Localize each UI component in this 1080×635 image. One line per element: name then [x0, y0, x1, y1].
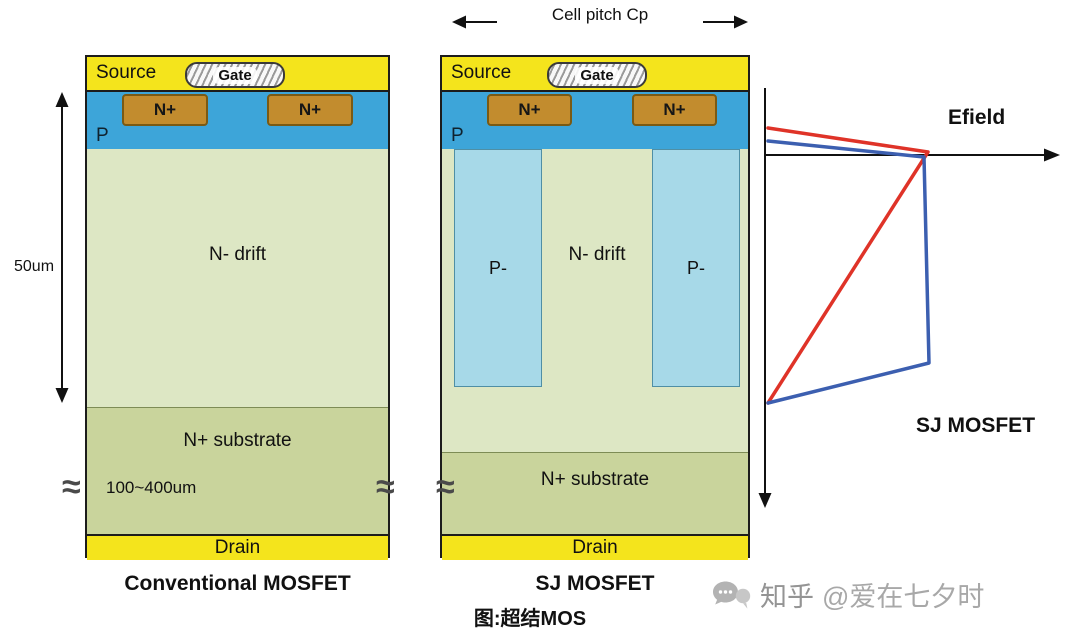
- conv-nplus-left-label: N+: [153, 100, 177, 119]
- sj-drift-body-region: P- P- N- drift: [442, 149, 748, 452]
- drift-thickness-arrow: [55, 92, 69, 403]
- sj-p-label: P: [451, 125, 464, 146]
- sj-nplus-right-region: N+: [632, 94, 717, 126]
- watermark-user: @爱在七夕时: [822, 582, 985, 612]
- sj-n-drift-label: N- drift: [568, 244, 626, 265]
- conv-n-substrate-region: N+ substrate: [87, 407, 388, 534]
- sj-nplus-left-region: N+: [487, 94, 572, 126]
- substrate-thickness-label: 100~400um: [106, 478, 197, 497]
- sj-pminus-right-label: P-: [687, 258, 705, 278]
- efield-sj-curve-label: SJ MOSFET: [916, 414, 1036, 437]
- sj-pminus-left-column: P-: [454, 149, 542, 387]
- figure-caption: 图:超结MOS: [473, 608, 587, 630]
- sj-source-region: Source Gate: [442, 57, 748, 92]
- chat-bubbles-icon: [710, 579, 752, 611]
- watermark-brand: 知乎: [760, 582, 814, 612]
- conv-drain-label: Drain: [214, 537, 261, 558]
- efield-magnitude-axis: [765, 148, 1060, 162]
- sj-p-body-region: P N+ N+: [442, 92, 748, 149]
- conv-n-substrate-label: N+ substrate: [183, 430, 292, 451]
- sj-pminus-left-label: P-: [489, 258, 507, 278]
- sj-mosfet-device: Source Gate P N+ N+ P- P- N- drift N+ su…: [440, 55, 750, 560]
- sj-source-label: Source: [451, 62, 512, 83]
- conv-gate-label: Gate: [213, 66, 257, 84]
- efield-curve-conventional: [766, 126, 930, 405]
- sj-drain-label: Drain: [572, 537, 618, 558]
- sj-mosfet-caption: SJ MOSFET: [535, 572, 655, 595]
- conv-n-drift-label: N- drift: [209, 244, 266, 265]
- sj-gate-electrode: Gate: [547, 62, 647, 88]
- conv-p-label: P: [96, 125, 109, 146]
- sj-pminus-right-column: P-: [652, 149, 740, 387]
- sj-nplus-left-label: N+: [518, 100, 541, 119]
- sj-nplus-right-label: N+: [663, 100, 686, 119]
- cell-pitch-label: Cell pitch Cp: [497, 5, 703, 25]
- conv-nplus-left-region: N+: [122, 94, 208, 126]
- conv-source-label: Source: [96, 62, 157, 83]
- conventional-mosfet-device: Source Gate P N+ N+ N- drift N+ substrat…: [85, 55, 390, 560]
- efield-axis-label: Efield: [948, 106, 1006, 129]
- break-symbol-right: ≈: [436, 468, 455, 506]
- efield-curve-sj: [766, 139, 931, 405]
- conv-drain-region: Drain: [87, 534, 388, 560]
- sj-n-substrate-region: N+ substrate: [442, 452, 748, 534]
- conv-source-region: Source Gate: [87, 57, 388, 92]
- conv-n-drift-region: N- drift: [87, 149, 388, 407]
- break-symbol-left: ≈: [62, 468, 81, 506]
- break-symbol-middle: ≈: [376, 468, 395, 506]
- sj-n-substrate-label: N+ substrate: [540, 469, 650, 490]
- conv-gate-electrode: Gate: [185, 62, 285, 88]
- conv-nplus-right-region: N+: [267, 94, 353, 126]
- conv-p-body-region: P N+ N+: [87, 92, 388, 149]
- conv-nplus-right-label: N+: [298, 100, 322, 119]
- sj-drain-region: Drain: [442, 534, 748, 560]
- watermark: 知乎 @爱在七夕时: [710, 575, 984, 614]
- drift-thickness-label: 50um: [14, 258, 55, 275]
- conventional-mosfet-caption: Conventional MOSFET: [124, 572, 351, 595]
- efield-depth-axis: [758, 88, 772, 508]
- sj-gate-label: Gate: [575, 66, 619, 84]
